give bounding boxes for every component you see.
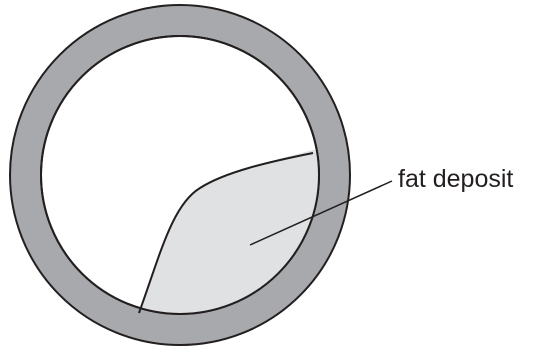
fat-deposit-label: fat deposit <box>398 165 513 193</box>
